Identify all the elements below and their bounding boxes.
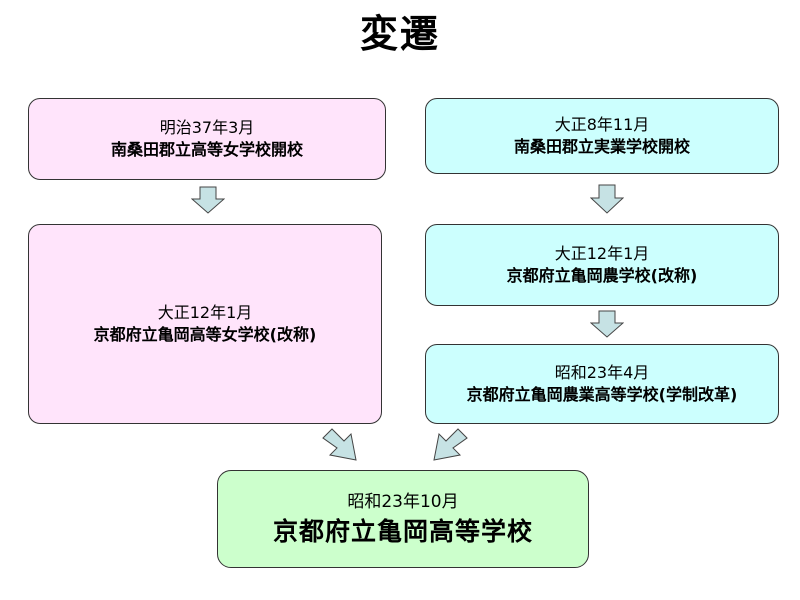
arrow-down-icon [590,310,624,338]
node-event: 京都府立亀岡高等学校 [272,517,533,546]
node-agricultural-school-renamed: 大正12年1月 京都府立亀岡農学校(改称) [425,224,779,306]
arrow-down-icon [191,186,225,214]
node-event: 京都府立亀岡高等女学校(改称) [93,325,317,344]
node-date: 大正12年1月 [157,303,253,322]
node-event: 京都府立亀岡農業高等学校(学制改革) [466,385,738,404]
node-girls-school-opening: 明治37年3月 南桑田郡立高等女学校開校 [28,98,386,180]
node-industrial-school-opening: 大正8年11月 南桑田郡立実業学校開校 [425,98,779,174]
node-event: 南桑田郡立実業学校開校 [513,137,690,156]
page-title: 変遷 [359,12,440,56]
node-girls-school-renamed: 大正12年1月 京都府立亀岡高等女学校(改称) [28,224,382,424]
node-date: 大正12年1月 [554,244,650,263]
node-event: 南桑田郡立高等女学校開校 [110,140,303,159]
node-date: 明治37年3月 [159,118,255,137]
node-date: 昭和23年10月 [347,492,459,512]
arrow-down-icon [590,184,624,214]
node-date: 昭和23年4月 [554,363,650,382]
node-date: 大正8年11月 [554,115,650,134]
node-agricultural-high-school: 昭和23年4月 京都府立亀岡農業高等学校(学制改革) [425,344,779,424]
node-event: 京都府立亀岡農学校(改称) [506,266,698,285]
arrow-diagonal-right-icon [322,428,357,461]
node-merged-high-school: 昭和23年10月 京都府立亀岡高等学校 [217,470,589,568]
arrow-diagonal-left-icon [433,428,468,461]
